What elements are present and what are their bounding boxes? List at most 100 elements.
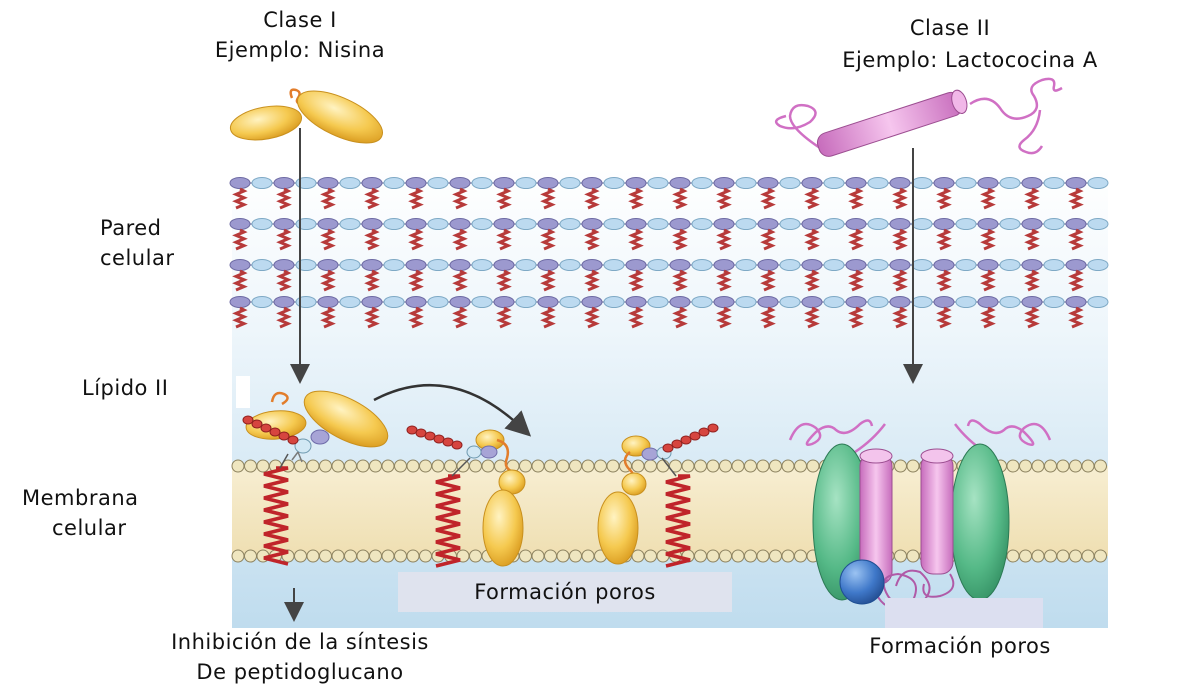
lipid-head [657, 460, 669, 472]
lipid-head [295, 550, 307, 562]
lipid-head [1007, 460, 1019, 472]
glycan-unit [582, 260, 602, 271]
lipid-head [782, 460, 794, 472]
glycan-unit [384, 297, 404, 308]
lipid-head [557, 550, 569, 562]
glycan-unit [956, 219, 976, 230]
lipid-head [520, 550, 532, 562]
glycan-unit [648, 219, 668, 230]
glycan-unit [1044, 297, 1064, 308]
peptide-bead [407, 426, 417, 434]
lipid-head [532, 460, 544, 472]
lipid-head [632, 460, 644, 472]
glycan-unit [736, 219, 756, 230]
glycan-unit [912, 260, 932, 271]
peptide-bead [416, 429, 426, 437]
lipid-head [420, 460, 432, 472]
peptide-bead [443, 438, 453, 446]
glycan-unit [758, 260, 778, 271]
lipid-head [245, 550, 257, 562]
lipid-head [582, 460, 594, 472]
glycan-unit [1088, 178, 1108, 189]
glycan-unit [714, 260, 734, 271]
lipid-head [645, 550, 657, 562]
peptide-bead [252, 420, 262, 428]
glycan-unit [626, 219, 646, 230]
glycan-unit [736, 178, 756, 189]
glycan-unit [450, 219, 470, 230]
lipid-head [232, 550, 244, 562]
lipid-head [245, 460, 257, 472]
lipid-head [595, 460, 607, 472]
glycan-unit [384, 260, 404, 271]
glycan-unit [758, 219, 778, 230]
glycan-unit [626, 297, 646, 308]
glycan-unit [450, 260, 470, 271]
glycan-unit [934, 219, 954, 230]
glycan-unit [428, 297, 448, 308]
glycan-unit [670, 219, 690, 230]
glycan-unit [1000, 219, 1020, 230]
glycan-unit [406, 260, 426, 271]
membrane-label-line1: Membrana [22, 484, 139, 512]
lipid-head [645, 460, 657, 472]
glycan-unit [516, 219, 536, 230]
glycan-unit [1066, 297, 1086, 308]
glycan-unit [560, 178, 580, 189]
glycan-unit [1000, 297, 1020, 308]
glycan-unit [1022, 219, 1042, 230]
glycan-unit [1066, 219, 1086, 230]
lipid-head [632, 550, 644, 562]
peptide-bead [690, 432, 700, 440]
glycan-unit [516, 178, 536, 189]
glycan-unit [406, 219, 426, 230]
lipid-head [782, 550, 794, 562]
glycan-unit [802, 297, 822, 308]
peptide-bead [243, 416, 253, 424]
lipid-head [532, 550, 544, 562]
lipid-head [895, 460, 907, 472]
lipid-head [382, 460, 394, 472]
lipid-head [682, 460, 694, 472]
glycan-unit [560, 297, 580, 308]
glycan-unit [846, 260, 866, 271]
lipid-head [407, 550, 419, 562]
glycan-unit [1066, 260, 1086, 271]
glycan-unit [406, 297, 426, 308]
lipid-head [307, 460, 319, 472]
glycan-unit [538, 297, 558, 308]
glycan-unit [472, 297, 492, 308]
lipid-head [770, 460, 782, 472]
peptide-bead [279, 432, 289, 440]
glycan-unit [362, 260, 382, 271]
glycan-unit [252, 297, 272, 308]
lipid-head [257, 460, 269, 472]
glycan-unit [472, 260, 492, 271]
glycan-unit [934, 260, 954, 271]
glycan-unit [318, 297, 338, 308]
peptide-bead [452, 441, 462, 449]
lipid-head [1045, 460, 1057, 472]
lipid-head [332, 550, 344, 562]
glycan-unit [1044, 219, 1064, 230]
nisin-molecule-free [228, 80, 390, 153]
cell-wall-label-line2: celular [100, 244, 174, 272]
glycan-unit [736, 260, 756, 271]
glycan-unit [1066, 178, 1086, 189]
glycan-unit [648, 260, 668, 271]
glycan-unit [582, 297, 602, 308]
lipid-head [395, 460, 407, 472]
peptide-bead [425, 432, 435, 440]
glycan-unit [956, 297, 976, 308]
lipid-head [1082, 460, 1094, 472]
glycan-unit [1022, 178, 1042, 189]
glycan-unit [670, 178, 690, 189]
glycan-unit [582, 178, 602, 189]
glycan-unit [538, 260, 558, 271]
lipid-head [732, 460, 744, 472]
glycan-unit [450, 297, 470, 308]
lipid-head [545, 550, 557, 562]
glycan-unit [868, 297, 888, 308]
glycan-unit [714, 297, 734, 308]
glycan-unit [1044, 178, 1064, 189]
